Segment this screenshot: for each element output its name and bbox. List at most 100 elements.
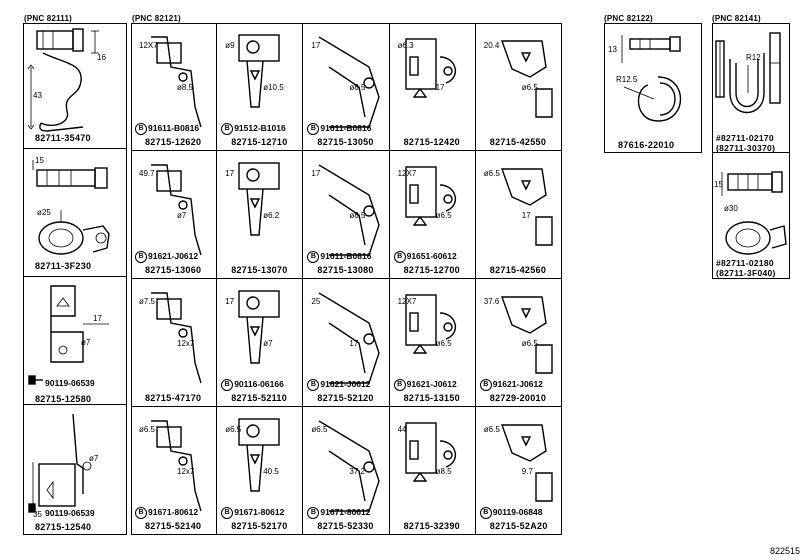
reference-circle: B bbox=[307, 507, 320, 519]
part-drawing bbox=[238, 290, 280, 364]
reference-circle: B bbox=[479, 507, 492, 519]
part-number[interactable]: 82711-35470 bbox=[35, 133, 91, 143]
reference-circle: B bbox=[307, 123, 320, 135]
sub-part-number[interactable]: 91671-80612 bbox=[148, 507, 199, 517]
part-cell[interactable]: R12 #82711-02170 (82711-30370) bbox=[712, 23, 790, 153]
clamp-drawing bbox=[721, 171, 787, 255]
part-number[interactable]: 82729-20010 bbox=[489, 393, 547, 403]
sub-part-number[interactable]: 90119-06848 bbox=[492, 507, 543, 517]
part-number[interactable]: 82715-32390 bbox=[403, 521, 460, 531]
sub-part-number[interactable]: 90116-06166 bbox=[234, 379, 284, 389]
part-number[interactable]: 82715-13070 bbox=[231, 265, 288, 275]
part-drawing bbox=[319, 36, 381, 128]
part-number[interactable]: 82715-47170 bbox=[145, 393, 202, 403]
dimension-label: ø6.5 bbox=[139, 425, 156, 434]
divider bbox=[23, 148, 127, 149]
dimension-label: ø8.5 bbox=[177, 83, 194, 92]
part-number[interactable]: 82715-52140 bbox=[145, 521, 202, 531]
sub-part-number[interactable]: 91611-B0816 bbox=[320, 123, 372, 133]
part-number[interactable]: 82711-3F230 bbox=[35, 261, 92, 271]
dimension-label: 17 bbox=[349, 339, 359, 348]
sub-part-number[interactable]: 91621-J0612 bbox=[406, 379, 457, 389]
sub-part-number[interactable]: 91671-80612 bbox=[234, 507, 285, 517]
part-number[interactable]: 82715-52120 bbox=[317, 393, 374, 403]
part-cell[interactable]: 15 ø30 #82711-02180 (82711-3F040) bbox=[712, 152, 790, 279]
part-number[interactable]: 82715-13050 bbox=[317, 137, 374, 147]
reference-circle: B bbox=[135, 507, 147, 519]
dimension-label: ø6.5 bbox=[483, 425, 500, 434]
part-drawing bbox=[500, 168, 553, 246]
reference-circle: B bbox=[135, 251, 147, 263]
sub-part-number[interactable]: 91621-J0612 bbox=[492, 379, 543, 389]
part-number[interactable]: 82715-12710 bbox=[231, 137, 288, 147]
part-number[interactable]: 82715-13150 bbox=[403, 393, 460, 403]
dimension-label: 17 bbox=[225, 297, 235, 306]
part-number[interactable]: 82715-12620 bbox=[145, 137, 202, 147]
part-number[interactable]: 82715-42550 bbox=[489, 137, 547, 147]
dimension-label: 44 bbox=[397, 425, 407, 434]
part-number[interactable]: #82711-02180 bbox=[716, 258, 774, 268]
sub-part-number[interactable]: 90119-06539 bbox=[45, 378, 95, 388]
sub-part-number[interactable]: 91651-60612 bbox=[406, 251, 457, 261]
part-cell[interactable]: 16 43 82711-35470 bbox=[23, 23, 127, 148]
part-drawing bbox=[319, 292, 381, 384]
part-number-alt[interactable]: (82711-3F040) bbox=[716, 268, 776, 278]
part-number[interactable]: 87616-22010 bbox=[618, 140, 675, 150]
part-number-alt[interactable]: (82711-30370) bbox=[716, 143, 776, 153]
part-cell[interactable]: 17 ø7 90119-06539 82715-12580 bbox=[23, 276, 127, 404]
sub-part-number[interactable]: 90119-06539 bbox=[45, 508, 95, 518]
sub-part-number[interactable]: 91621-J0612 bbox=[320, 379, 371, 389]
sub-part-number[interactable]: 91512-B1016 bbox=[234, 123, 286, 133]
part-number[interactable]: 82715-12540 bbox=[35, 522, 92, 532]
part-number[interactable]: 82715-52330 bbox=[317, 521, 374, 531]
part-number[interactable]: 82715-12580 bbox=[35, 394, 92, 404]
dimension-label: 17 bbox=[521, 211, 531, 220]
dimension-label: 15 bbox=[714, 180, 723, 189]
sub-part-number[interactable]: 91611-B0816 bbox=[320, 251, 372, 261]
sub-part-number[interactable]: 91671-80612 bbox=[320, 507, 371, 517]
dimension-label: ø10.5 bbox=[263, 83, 284, 92]
part-number[interactable]: #82711-02170 bbox=[716, 133, 774, 143]
dimension-label: ø7 bbox=[177, 211, 187, 220]
part-number[interactable]: 82715-12700 bbox=[403, 265, 460, 275]
dimension-label: 13 bbox=[608, 45, 617, 54]
sub-part-number[interactable]: 91611-B0816 bbox=[148, 123, 200, 133]
reference-circle: B bbox=[393, 251, 406, 263]
part-cell[interactable]: 13 R12.5 87616-22010 bbox=[604, 23, 702, 153]
part-drawing bbox=[404, 294, 456, 354]
dimension-label: 17 bbox=[435, 83, 445, 92]
sub-part-number[interactable]: 91621-J0612 bbox=[148, 251, 199, 261]
part-number[interactable]: 82715-13080 bbox=[317, 265, 374, 275]
part-number[interactable]: 82715-42560 bbox=[489, 265, 547, 275]
part-number[interactable]: 82715-52A20 bbox=[489, 521, 548, 531]
part-number[interactable]: 82715-13060 bbox=[145, 265, 202, 275]
part-number[interactable]: 82715-52170 bbox=[231, 521, 288, 531]
part-drawing bbox=[404, 422, 456, 482]
dimension-label: 35 bbox=[33, 510, 42, 519]
part-number[interactable]: 82715-52110 bbox=[231, 393, 288, 403]
part-cell[interactable]: 15 ø25 82711-3F230 bbox=[23, 148, 127, 276]
part-cell[interactable]: ø7 35 90119-06539 82715-12540 bbox=[23, 404, 127, 535]
reference-circle: B bbox=[221, 507, 234, 519]
part-number[interactable]: 82715-12420 bbox=[403, 137, 460, 147]
